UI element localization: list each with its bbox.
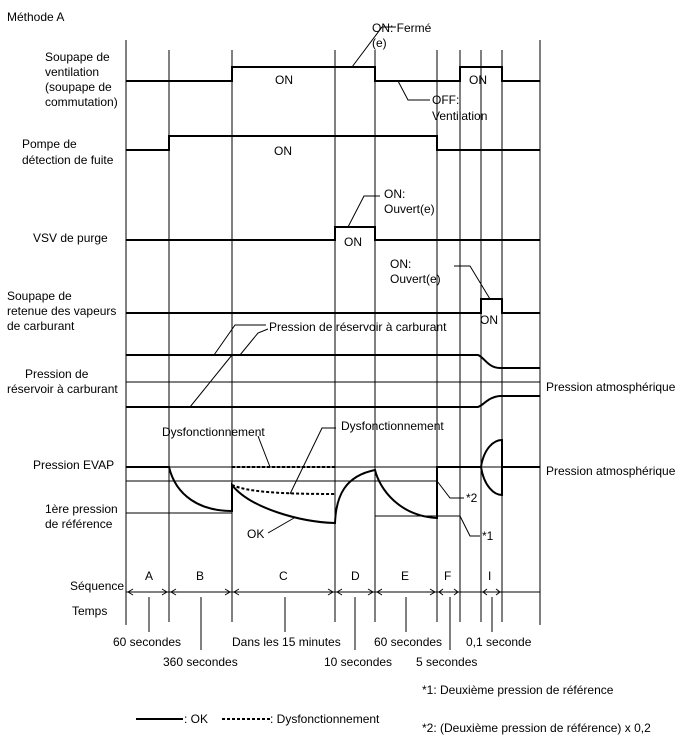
malfunction-leader-2 xyxy=(289,427,336,495)
time-label: Temps xyxy=(72,604,107,618)
sequence-step-labels: A B C D E F I xyxy=(145,569,491,583)
tank-pressure-callout: Pression de réservoir à carburant xyxy=(269,320,447,334)
diagram-title: Méthode A xyxy=(7,10,64,24)
row-label-first-ref: 1ère pression de référence xyxy=(45,502,121,531)
tank-lower-leader xyxy=(189,354,233,408)
tank-callout-leader-1 xyxy=(213,324,266,356)
row-label-purge-vsv: VSV de purge xyxy=(33,231,108,245)
duration-a: 60 secondes xyxy=(113,635,181,649)
evap-ok-curve xyxy=(126,438,540,525)
duration-f: 5 secondes xyxy=(416,655,477,669)
cutoff-valve-signal xyxy=(126,298,540,314)
sequence-arrows xyxy=(127,588,501,596)
purge-vsv-signal xyxy=(126,226,540,241)
cutoff-on-open-note: ON: Ouvert(e) xyxy=(390,257,441,286)
row-label-vent-valve: Soupape de ventilation (soupape de commu… xyxy=(45,50,118,109)
star2-leader xyxy=(436,480,464,499)
tank-pressure-upper-curve xyxy=(126,354,540,369)
tank-callout-leader-2 xyxy=(239,328,269,356)
seq-step-f: F xyxy=(444,569,451,583)
atmospheric-label-tank: Pression atmosphérique xyxy=(546,380,676,394)
ok-label: OK xyxy=(247,527,264,541)
duration-e: 60 secondes xyxy=(374,635,442,649)
row-label-cutoff-valve: Soupape de retenue des vapeurs de carbur… xyxy=(7,289,120,333)
star1-leader xyxy=(459,515,480,537)
tank-pressure-lower-curve xyxy=(126,395,540,408)
star1-label: *1 xyxy=(482,529,494,543)
vent-on-leader xyxy=(351,26,396,68)
note-star2: *2: (Deuxième pression de référence) x 0… xyxy=(422,721,651,735)
seq-step-i: I xyxy=(488,569,491,583)
duration-d: 10 secondes xyxy=(324,655,392,669)
vent-off-leader xyxy=(397,80,430,101)
purge-vsv-on-label: ON xyxy=(344,235,362,249)
cutoff-valve-on-label: ON xyxy=(480,313,498,327)
legend-malfunction-label: : Dysfonctionnement xyxy=(270,712,380,726)
seq-step-a: A xyxy=(145,569,153,583)
row-label-tank-pressure: Pression de réservoir à carburant xyxy=(7,367,118,396)
evap-malfunction-curve xyxy=(231,484,336,495)
seq-step-b: B xyxy=(196,569,204,583)
note-star1: *1: Deuxième pression de référence xyxy=(422,683,614,697)
row-label-leak-pump: Pompe de détection de fuite xyxy=(22,137,114,167)
duration-i: 0,1 seconde xyxy=(466,635,532,649)
vent-on-closed-note: ON: Fermé (e) xyxy=(372,21,435,50)
purge-on-leader xyxy=(347,195,380,228)
duration-leaders xyxy=(148,597,493,650)
leak-pump-signal xyxy=(126,135,540,151)
vent-off-vent-note: OFF: Ventilation xyxy=(432,93,487,123)
evap-atm-bump-lower xyxy=(480,466,503,497)
malfunction-label-2: Dysfonctionnement xyxy=(341,419,444,433)
star2-label: *2 xyxy=(466,491,478,505)
atmospheric-label-evap: Pression atmosphérique xyxy=(546,464,676,478)
vent-valve-on-label-1: ON xyxy=(275,73,293,87)
leak-pump-on-label: ON xyxy=(274,144,292,158)
duration-b: 360 secondes xyxy=(163,655,238,669)
seq-step-d: D xyxy=(351,569,360,583)
row-label-evap-pressure: Pression EVAP xyxy=(33,458,114,472)
vent-valve-signal xyxy=(126,66,540,82)
duration-c: Dans les 15 minutes xyxy=(232,635,341,649)
legend-ok-label: : OK xyxy=(184,712,208,726)
cutoff-on-leader xyxy=(454,265,491,300)
ok-leader xyxy=(267,517,295,534)
vent-valve-on-label-2: ON xyxy=(469,73,487,87)
malfunction-label-1: Dysfonctionnement xyxy=(162,425,265,439)
seq-step-e: E xyxy=(401,569,409,583)
malfunction-leader-1 xyxy=(257,435,271,468)
purge-on-open-note: ON: Ouvert(e) xyxy=(384,187,435,216)
seq-step-c: C xyxy=(279,569,288,583)
duration-labels: 60 secondes 360 secondes Dans les 15 min… xyxy=(113,635,532,669)
sequence-label: Séquence xyxy=(70,579,124,593)
